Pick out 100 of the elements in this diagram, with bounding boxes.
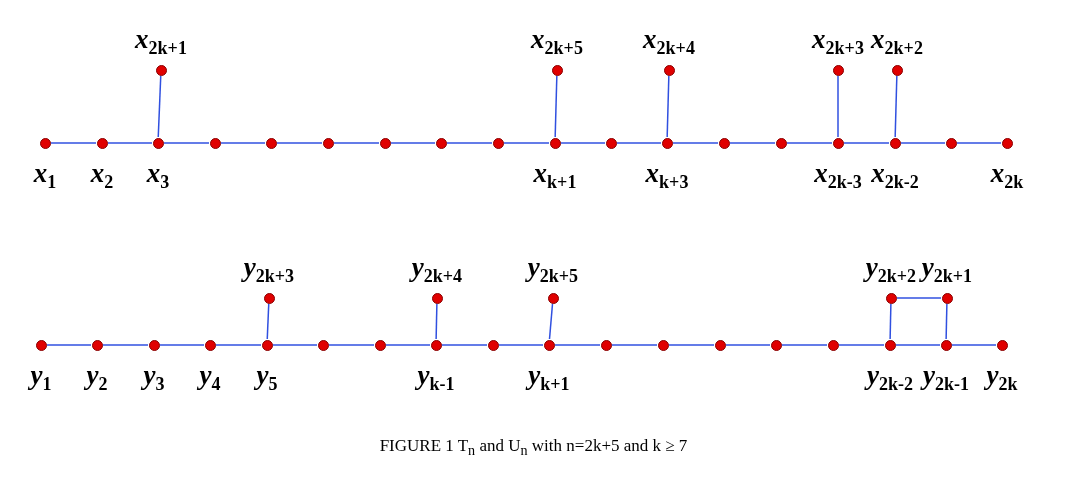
vertex-dot — [317, 339, 329, 351]
vertex-dot — [155, 64, 167, 76]
graph-edge — [956, 142, 1002, 144]
graph-edge — [46, 344, 92, 346]
vertex-label: y$_{3}$ — [143, 362, 165, 394]
graph-edge — [889, 303, 892, 340]
graph-edge — [328, 344, 375, 346]
graph-edge — [554, 75, 558, 138]
vertex-label: x$_{3}$ — [146, 160, 170, 192]
graph-edge — [385, 344, 431, 346]
vertex-dot — [35, 339, 47, 351]
vertex-dot — [263, 292, 275, 304]
vertex-dot — [209, 137, 221, 149]
graph-edge — [157, 75, 162, 138]
graph-edge — [441, 344, 488, 346]
vertex-label: y$_{2k+1}$ — [921, 254, 973, 286]
vertex-dot — [663, 64, 675, 76]
graph-edge — [102, 344, 149, 346]
vertex-dot — [1001, 137, 1013, 149]
vertex-dot — [487, 339, 499, 351]
vertex-label: y$_{k-1}$ — [417, 362, 455, 394]
vertex-dot — [885, 292, 897, 304]
vertex-label: y$_{5}$ — [256, 362, 278, 394]
graph-edge — [951, 344, 997, 346]
vertex-dot — [718, 137, 730, 149]
vertex-dot — [941, 292, 953, 304]
vertex-dot — [492, 137, 504, 149]
vertex-dot — [261, 339, 273, 351]
graph-edge — [666, 75, 670, 138]
vertex-dot — [832, 137, 844, 149]
vertex-dot — [600, 339, 612, 351]
vertex-dot — [265, 137, 277, 149]
graph-edge — [838, 344, 885, 346]
vertex-dot — [148, 339, 160, 351]
vertex-dot — [431, 292, 443, 304]
vertex-label: x$_{2k+5}$ — [531, 26, 583, 58]
graph-edge — [390, 142, 436, 144]
vertex-label: y$_{2k+2}$ — [865, 254, 917, 286]
graph-edge — [498, 344, 544, 346]
vertex-label: x$_{k+3}$ — [645, 160, 689, 192]
vertex-dot — [996, 339, 1008, 351]
vertex-dot — [547, 292, 559, 304]
graph-edge — [894, 75, 898, 138]
vertex-dot — [96, 137, 108, 149]
graph-edge — [560, 142, 606, 144]
graph-edge — [276, 142, 323, 144]
vertex-label: x$_{1}$ — [33, 160, 57, 192]
vertex-label: x$_{2k}$ — [990, 160, 1024, 192]
vertex-dot — [657, 339, 669, 351]
vertex-dot — [832, 64, 844, 76]
vertex-dot — [379, 137, 391, 149]
graph-edge — [215, 344, 262, 346]
figure-caption: FIGURE 1 T$_{n}$ and U$_{n}$ with n=2k+5 and k ≥ 7 — [379, 436, 688, 460]
graph-edge — [446, 142, 493, 144]
vertex-label: y$_{2}$ — [86, 362, 108, 394]
vertex-dot — [714, 339, 726, 351]
vertex-dot — [940, 339, 952, 351]
graph-edge — [896, 297, 942, 299]
vertex-dot — [775, 137, 787, 149]
vertex-dot — [152, 137, 164, 149]
graph-edge — [781, 344, 828, 346]
graph-edge — [729, 142, 776, 144]
graph-edge — [272, 344, 318, 346]
vertex-label: x$_{2k-3}$ — [814, 160, 862, 192]
graph-edge — [548, 303, 554, 340]
graph-edge — [786, 142, 833, 144]
vertex-label: y$_{1}$ — [30, 362, 52, 394]
vertex-dot — [322, 137, 334, 149]
graph-edge — [107, 142, 153, 144]
vertex-dot — [374, 339, 386, 351]
graph-edge — [725, 344, 771, 346]
vertex-dot — [605, 137, 617, 149]
vertex-dot — [945, 137, 957, 149]
vertex-dot — [549, 137, 561, 149]
vertex-dot — [884, 339, 896, 351]
vertex-label: y$_{4}$ — [199, 362, 221, 394]
graph-edge — [163, 142, 210, 144]
graph-edge — [50, 142, 97, 144]
graph-edge — [554, 344, 601, 346]
vertex-label: x$_{2}$ — [90, 160, 114, 192]
vertex-label: x$_{2k+4}$ — [643, 26, 695, 58]
graph-edge — [895, 344, 941, 346]
vertex-label: x$_{2k-2}$ — [871, 160, 919, 192]
graph-edge — [220, 142, 266, 144]
vertex-label: y$_{2k+4}$ — [411, 254, 463, 286]
vertex-dot — [551, 64, 563, 76]
vertex-dot — [661, 137, 673, 149]
vertex-dot — [891, 64, 903, 76]
vertex-dot — [827, 339, 839, 351]
vertex-dot — [543, 339, 555, 351]
graph-edge — [837, 75, 839, 138]
graph-edge — [672, 142, 719, 144]
vertex-dot — [39, 137, 51, 149]
vertex-label: y$_{2k+3}$ — [243, 254, 295, 286]
graph-edge — [900, 142, 946, 144]
vertex-dot — [430, 339, 442, 351]
vertex-dot — [889, 137, 901, 149]
vertex-label: x$_{2k+2}$ — [871, 26, 923, 58]
vertex-dot — [91, 339, 103, 351]
graph-edge — [945, 303, 948, 340]
